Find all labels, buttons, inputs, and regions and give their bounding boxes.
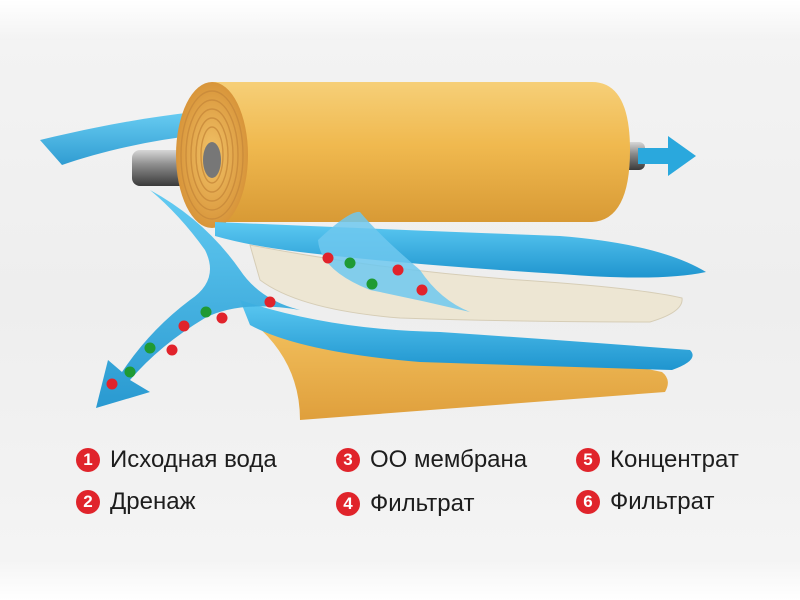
drain-flow-arrow <box>96 190 300 408</box>
legend-badge-2: 2 <box>76 490 100 514</box>
legend-badge-4: 4 <box>336 492 360 516</box>
legend-item-5: 5 Концентрат <box>576 443 739 477</box>
legend-item-1: 1 Исходная вода <box>76 443 277 477</box>
layer-peeled-flap <box>318 211 470 312</box>
legend-item-3: 3 ОО мембрана <box>336 443 527 477</box>
legend-label-3: ОО мембрана <box>370 446 528 473</box>
inlet-flow-arrow <box>40 112 200 165</box>
legend-label-6: Фильтрат <box>610 488 715 515</box>
legend-badge-3: 3 <box>336 448 360 472</box>
legend-item-6: 6 Фильтрат <box>576 485 714 519</box>
legend-label-4: Фильтрат <box>370 490 475 517</box>
layer-lower-blue <box>240 300 693 370</box>
legend-item-2: 2 Дренаж <box>76 485 196 519</box>
membrane-roll-illustration <box>40 82 706 420</box>
legend-item-4: 4 Фильтрат <box>336 487 474 521</box>
legend-label-2: Дренаж <box>110 488 196 515</box>
legend-label-5: Концентрат <box>610 446 739 473</box>
outlet-flow-arrow <box>638 136 696 176</box>
membrane-roll-body <box>212 82 630 222</box>
legend-badge-6: 6 <box>576 490 600 514</box>
particles <box>106 252 428 390</box>
legend-badge-5: 5 <box>576 448 600 472</box>
legend-badge-1: 1 <box>76 448 100 472</box>
legend-label-1: Исходная вода <box>110 446 277 473</box>
